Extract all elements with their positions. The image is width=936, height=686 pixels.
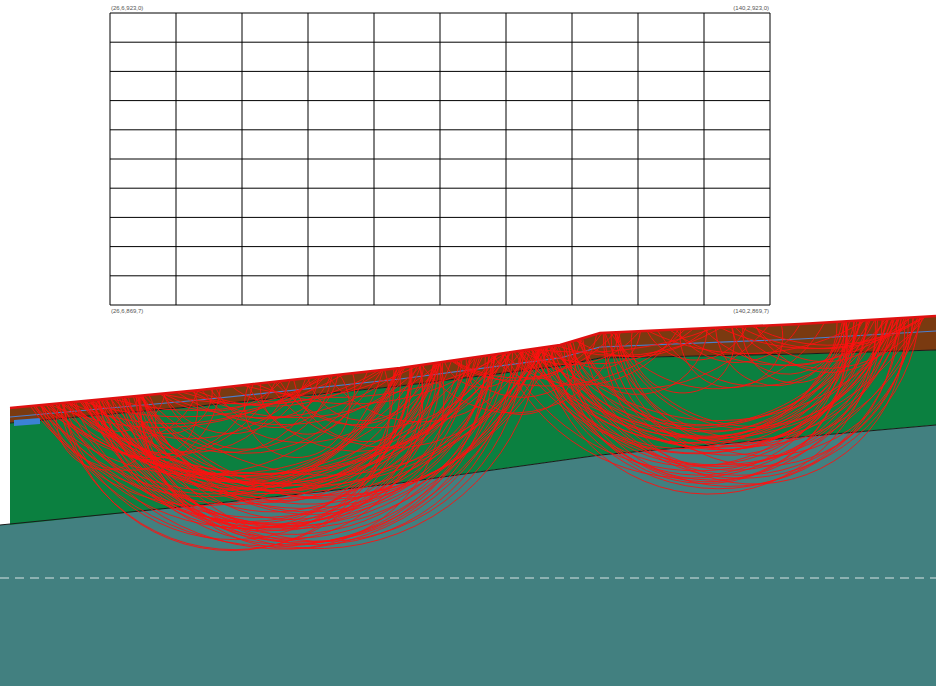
grid-line [770, 13, 771, 305]
slip-circle [545, 320, 868, 465]
slip-circle [64, 368, 401, 551]
slip-circle [268, 349, 535, 448]
slip-circle [715, 322, 837, 386]
corner-coordinate: (140,2,869,7) [732, 308, 770, 314]
corner-coordinate: (26,6,923,0) [110, 5, 144, 11]
search-grid [110, 13, 770, 305]
slip-circle [732, 321, 845, 374]
slip-circle [422, 332, 621, 413]
grid-line [110, 246, 770, 247]
grid-line [572, 13, 573, 305]
slip-surfaces [30, 317, 925, 551]
ground-surface [10, 316, 936, 408]
corner-coordinate: (140,2,923,0) [732, 5, 770, 11]
grid-line [110, 188, 770, 189]
slip-circle [94, 348, 540, 508]
slip-circle [275, 354, 498, 428]
slip-circle [84, 351, 522, 529]
slip-circle [564, 321, 848, 483]
slip-circle [615, 318, 908, 467]
grid-line [110, 275, 770, 276]
slip-circle [75, 393, 165, 431]
slip-circle [111, 376, 330, 411]
water-table [10, 331, 936, 417]
corner-coordinate: (26,6,869,7) [110, 308, 144, 314]
slip-circle [142, 377, 319, 453]
water-mark [14, 418, 40, 426]
slip-circle [68, 352, 512, 473]
slip-circle [680, 325, 783, 388]
grid-line [110, 159, 770, 160]
slip-circle [106, 348, 539, 549]
grid-line [110, 217, 770, 218]
dashed-line [0, 578, 936, 579]
slip-circle [81, 374, 344, 417]
slip-circle [558, 321, 861, 448]
slip-circle [57, 395, 156, 470]
slip-circle [545, 319, 892, 448]
slip-circle [503, 330, 679, 386]
slip-circle [610, 323, 824, 389]
slip-circle [452, 329, 685, 386]
slip-circle [139, 362, 444, 548]
slip-circle [551, 321, 846, 475]
slip-circle [30, 367, 404, 496]
slip-circle [245, 375, 350, 458]
slip-circle [454, 332, 615, 378]
slip-circle [520, 318, 898, 437]
slip-circle [93, 355, 493, 545]
slip-circle [163, 367, 406, 418]
slip-circle [294, 362, 443, 442]
slip-circle [576, 328, 708, 357]
grid-line [704, 13, 705, 305]
slip-circle [45, 357, 476, 476]
slip-circle [577, 317, 923, 447]
slip-circle [33, 348, 542, 525]
slip-circle [735, 317, 925, 369]
slip-circle [62, 367, 410, 540]
slip-circle [36, 370, 384, 506]
slip-circle [133, 350, 523, 541]
slip-circle [541, 318, 901, 489]
top-layer [10, 316, 936, 423]
slip-circle [720, 317, 925, 349]
slip-circle [531, 317, 918, 465]
slip-circle [42, 349, 530, 546]
slip-circle [80, 355, 494, 484]
slip-circle [504, 318, 904, 471]
grid-line [110, 305, 770, 306]
slip-circle [517, 319, 885, 429]
slip-circle [570, 317, 914, 475]
slip-circle [43, 353, 505, 518]
grid-line [638, 13, 639, 305]
grid-line [506, 13, 507, 305]
